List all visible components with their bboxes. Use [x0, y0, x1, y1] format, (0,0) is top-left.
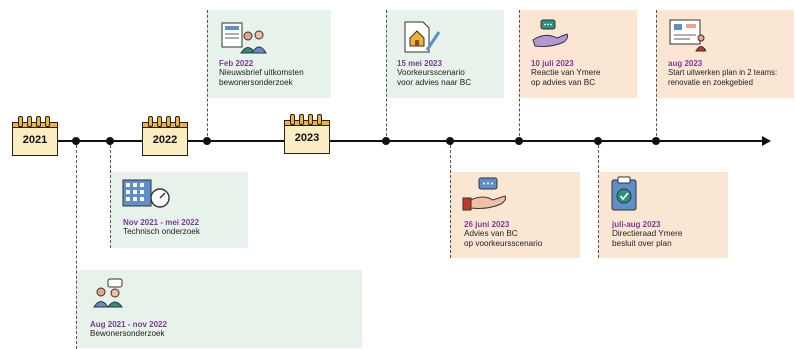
clipboard-check-icon: [611, 176, 637, 211]
event-line: bewonersonderzoek: [219, 78, 293, 87]
event-date-jul2023: 10 juli 2023: [531, 59, 574, 68]
year-2023-calendar-icon: 2023: [284, 114, 330, 154]
connector-aug2021: [76, 140, 77, 349]
event-date-mei2023: 15 mei 2023: [397, 59, 442, 68]
card-advies-bc: [450, 172, 580, 258]
event-label-jul2023: Reactie van Ymere op advies van BC: [531, 68, 600, 88]
event-label-julaug2023: Directieraad Ymere besluit over plan: [612, 229, 682, 249]
event-date-julaug2023: juli-aug 2023: [612, 220, 661, 229]
event-line: Nieuwsbrief uitkomsten: [219, 68, 304, 77]
event-line: besluit over plan: [612, 239, 672, 248]
event-line: op advies van BC: [531, 78, 596, 87]
timeline-dot: [594, 137, 602, 145]
timeline-axis: [36, 140, 766, 142]
event-date-nov2021: Nov 2021 - mei 2022: [123, 218, 200, 227]
hand-chat-icon: [462, 177, 506, 211]
event-line: Directieraad Ymere: [612, 229, 683, 238]
year-label-2022: 2022: [152, 134, 178, 146]
timeline-dot: [72, 137, 80, 145]
year-label-2021: 2021: [22, 134, 48, 146]
connector-julaug2023: [598, 140, 599, 258]
event-date-jun2023: 26 juni 2023: [464, 220, 510, 229]
connector-aug2023: [656, 10, 657, 141]
timeline-dot: [446, 137, 454, 145]
event-label-jun2023: Advies van BC op voorkeursscenario: [464, 229, 542, 249]
planning-board-icon: [669, 19, 706, 52]
connector-nov2021: [110, 140, 111, 248]
hand-chat-icon: [532, 19, 569, 47]
connector-jun2023: [450, 140, 451, 258]
event-line: Voorkeursscenario: [397, 68, 465, 77]
card-bewonersonderzoek: [76, 270, 362, 348]
connector-jul2023: [519, 10, 520, 141]
event-line: renovatie en zoekgebied: [668, 78, 753, 87]
event-label-feb2022: Nieuwsbrief uitkomsten bewonersonderzoek: [219, 68, 304, 88]
event-line: Advies van BC: [464, 229, 518, 238]
year-2022-calendar-icon: 2022: [142, 116, 188, 156]
timeline-arrowhead: [762, 136, 771, 146]
connector-mei2023: [386, 10, 387, 141]
event-date-aug2023: aug 2023: [668, 59, 703, 68]
newsletter-people-icon: [221, 22, 267, 54]
timeline-dot: [203, 137, 211, 145]
year-label-2023: 2023: [294, 132, 320, 144]
event-line: Start uitwerken plan in 2 teams:: [668, 68, 778, 77]
timeline-dot: [106, 137, 114, 145]
timeline-dot: [515, 137, 523, 145]
event-line: voor advies naar BC: [397, 78, 472, 87]
connector-feb2022: [207, 10, 208, 141]
building-gauge-icon: [122, 179, 170, 208]
event-label-mei2023: Voorkeursscenario voor advies naar BC: [397, 68, 471, 88]
event-date-aug2021: Aug 2021 - nov 2022: [90, 320, 167, 329]
card-reactie-ymere: [519, 10, 637, 98]
event-line: Technisch onderzoek: [123, 227, 200, 236]
house-document-icon: [404, 21, 441, 53]
timeline-dot: [652, 137, 660, 145]
event-date-feb2022: Feb 2022: [219, 59, 254, 68]
event-line: Bewonersonderzoek: [90, 329, 165, 338]
event-line: Reactie van Ymere: [531, 68, 601, 77]
year-2021-calendar-icon: 2021: [12, 116, 58, 156]
event-line: op voorkeursscenario: [464, 239, 543, 248]
event-label-nov2021: Technisch onderzoek: [123, 227, 200, 237]
timeline-dot: [382, 137, 390, 145]
people-icon: [93, 278, 123, 308]
event-label-aug2023: Start uitwerken plan in 2 teams: renovat…: [668, 68, 777, 88]
event-label-aug2021: Bewonersonderzoek: [90, 329, 165, 339]
